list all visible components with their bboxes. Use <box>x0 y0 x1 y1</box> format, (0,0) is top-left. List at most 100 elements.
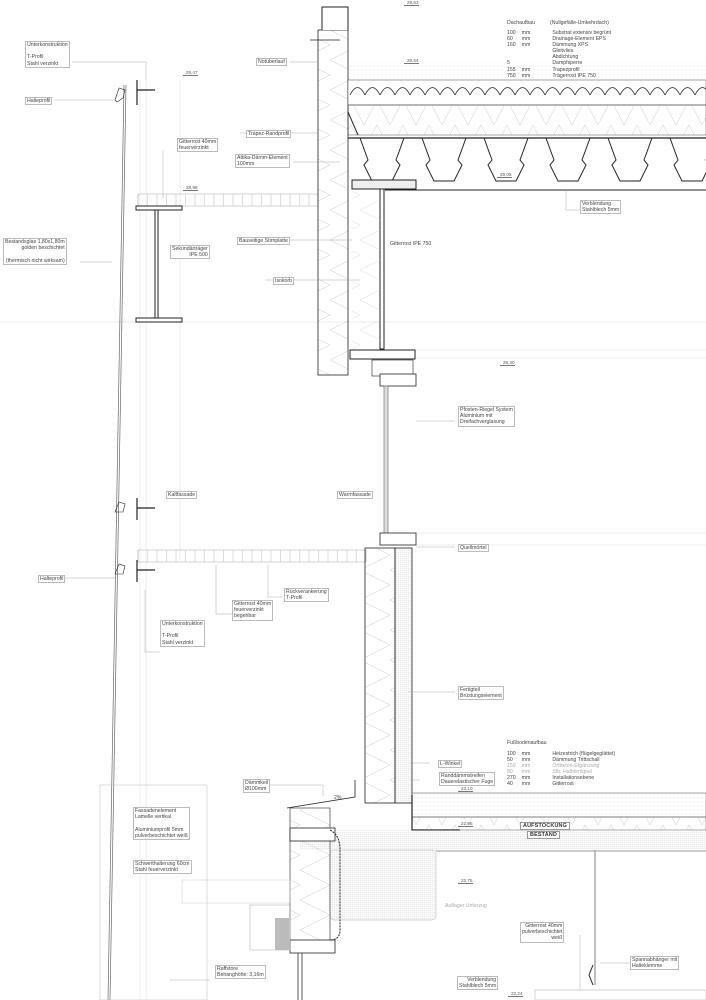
drainage-scallop <box>499 87 516 96</box>
cold-facade-glass <box>107 84 127 1000</box>
label-quellmoertel: Quellmörtel <box>458 544 489 553</box>
drainage-scallop <box>349 87 366 96</box>
label-line: Fassadenelement <box>135 808 177 814</box>
drainage-scallop <box>454 87 471 96</box>
label-line: Stahl verzinkt <box>27 60 59 67</box>
trapez-rib <box>421 137 467 182</box>
layer-thickness: 750 <box>507 72 516 79</box>
roof-drainage <box>347 79 706 106</box>
label-l-winkel: L-Winkel <box>438 760 463 769</box>
attika-wall <box>317 29 349 376</box>
label-line: pulverbeschichtet <box>522 929 563 936</box>
slope-label: 2% <box>334 795 342 801</box>
layer-name: Substrat extensiv begrünt <box>552 30 612 36</box>
label-notueberlauf: Notüberlauf <box>256 58 287 67</box>
label-line: Schwerthalterung 60cm <box>135 861 190 867</box>
trapez-rib <box>669 137 706 182</box>
label-line: Gitterrost 40mm <box>234 601 272 607</box>
label-line: T-Profil <box>286 595 303 602</box>
label-isokorb: Isokorb <box>273 277 295 286</box>
level-marker: 29,47 <box>183 70 198 76</box>
attika-cap <box>321 6 349 30</box>
label-line: T-Profil <box>162 633 179 640</box>
layer-unit: mm <box>521 751 531 757</box>
secondary-beam <box>135 205 183 323</box>
layer-thickness: 100 <box>507 30 516 36</box>
layer-name: Gleitvlies <box>552 48 574 55</box>
level-marker: 29,05 <box>497 172 512 178</box>
layer-thickness: 100 <box>507 751 516 757</box>
layer-thickness: 270 <box>507 775 516 782</box>
layer-thickness: 40 <box>507 781 513 788</box>
layer-thickness: 155 <box>507 66 516 73</box>
main-beam <box>349 179 706 360</box>
layer-name: Gitterrost <box>552 781 574 788</box>
level-marker: 22,95 <box>458 821 473 827</box>
label-line: begehbar <box>234 613 256 620</box>
label-line: pulverbeschichtet weiß <box>135 832 188 839</box>
layer-name: Drainage-Element EPS <box>552 36 606 43</box>
label-line: Randdämmstreifen <box>441 773 485 779</box>
label-line: Halteklemme <box>632 963 663 970</box>
layer-name: Ortbeton-Ergänzung <box>552 763 600 770</box>
label-line: Gitterrost 40mm <box>179 139 217 145</box>
label-line: Lamelle vertikal <box>135 814 172 821</box>
label-line: Unterkonstruktion <box>162 621 203 627</box>
label-line: Dreifachverglasung <box>460 419 505 426</box>
label-line: Stahl feuerverzinkt <box>135 867 178 874</box>
layer-name: Dämmung Trittschall <box>552 757 600 764</box>
drainage-scallop <box>664 87 681 96</box>
drainage-scallop <box>649 87 666 96</box>
drainage-scallop <box>424 87 441 96</box>
layer-name: Heizestrich (flügelgeglättet) <box>552 751 616 757</box>
label-warmfassade: Warmfassade <box>337 491 373 500</box>
label-line: Rückverankerung <box>286 589 327 595</box>
level-marker: 28,98 <box>183 185 198 191</box>
label-line: IPE 500 <box>189 252 208 259</box>
label-line: feuerverzinkt <box>234 607 264 614</box>
level-marker: 29,63 <box>404 0 419 6</box>
drainage-scallop <box>574 87 591 96</box>
label-line: Pfosten-Riegel System <box>460 407 513 413</box>
label-bestand: BESTAND <box>527 831 561 839</box>
level-marker: 29,54 <box>404 58 419 64</box>
label-line: Dauerelastischer Fuge <box>441 779 494 786</box>
label-line: Unterkonstruktion <box>27 42 68 48</box>
label-halteprofil-top: Halteprofil <box>25 97 53 106</box>
buildup-layer-row: 100 mm Heizestrich (flügelgeglättet) <box>507 751 621 757</box>
layer-unit: mm <box>521 769 531 776</box>
drainage-scallop <box>409 87 426 96</box>
label-line: Aluminium mit <box>460 413 493 420</box>
label-line: golden beschichtet <box>21 245 65 252</box>
drainage-scallop <box>514 87 531 96</box>
layer-unit: mm <box>521 757 531 764</box>
label-line: Behanghöhe: 3,16m <box>217 972 264 979</box>
layer-unit: mm <box>521 42 531 49</box>
label-stirnplatte: Bauseitige Stirnplatte <box>237 237 291 246</box>
drainage-scallop <box>619 87 636 96</box>
drainage-scallop <box>379 87 396 96</box>
label-trapez-randprofil: Trapez-Randprofil <box>246 130 292 139</box>
floor-screed <box>411 792 706 818</box>
trapez-rib <box>359 137 405 182</box>
layer-thickness: 80 <box>507 769 513 776</box>
label-line: Stahlblech 5mm <box>459 983 497 990</box>
level-marker: 28,30 <box>500 360 515 366</box>
